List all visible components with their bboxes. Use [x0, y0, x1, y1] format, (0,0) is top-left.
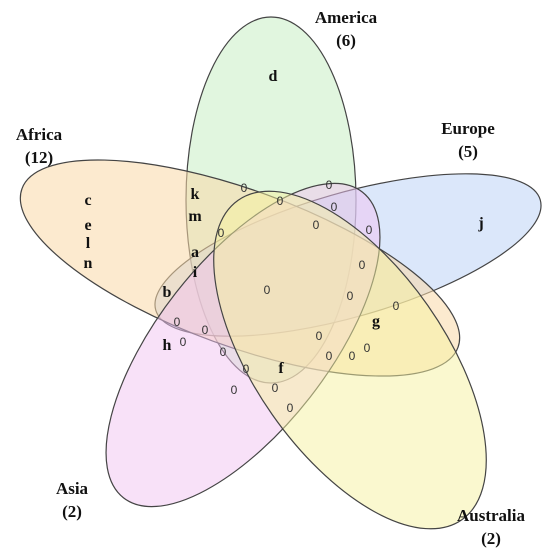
- region-count: 0: [366, 223, 373, 237]
- africa-label: Africa: [16, 125, 63, 144]
- region-count: 0: [272, 381, 279, 395]
- europe-label: Europe: [441, 119, 495, 138]
- region-count: 0: [180, 335, 187, 349]
- element-a: a: [191, 244, 199, 261]
- element-n: n: [84, 255, 93, 272]
- element-d: d: [269, 68, 278, 85]
- region-count: 0: [359, 258, 366, 272]
- element-j: j: [477, 215, 483, 232]
- region-count: 0: [264, 283, 271, 297]
- region-count: 0: [231, 383, 238, 397]
- element-b: b: [163, 284, 172, 301]
- region-count: 0: [364, 341, 371, 355]
- australia-label: Australia: [457, 506, 526, 525]
- region-count: 0: [326, 178, 333, 192]
- region-count: 0: [287, 401, 294, 415]
- region-count: 0: [316, 329, 323, 343]
- region-count: 0: [313, 218, 320, 232]
- africa-count: (12): [25, 148, 53, 167]
- asia-count: (2): [62, 502, 82, 521]
- region-count: 0: [349, 349, 356, 363]
- region-count: 0: [241, 181, 248, 195]
- region-count: 0: [220, 345, 227, 359]
- europe-count: (5): [458, 142, 478, 161]
- region-count: 0: [277, 194, 284, 208]
- region-count: 0: [326, 349, 333, 363]
- element-f: f: [278, 360, 284, 377]
- region-count: 0: [243, 362, 250, 376]
- element-i: i: [193, 264, 198, 281]
- america-count: (6): [336, 31, 356, 50]
- region-count: 0: [202, 323, 209, 337]
- element-e: e: [84, 217, 91, 234]
- element-c: c: [84, 192, 91, 209]
- asia-label: Asia: [56, 479, 89, 498]
- venn-ellipses: [19, 16, 542, 530]
- region-count: 0: [393, 299, 400, 313]
- element-h: h: [163, 337, 172, 354]
- america-label: America: [315, 8, 378, 27]
- element-l: l: [86, 235, 91, 252]
- australia-count: (2): [481, 529, 501, 548]
- element-m: m: [188, 208, 202, 225]
- region-count: 0: [331, 200, 338, 214]
- region-count: 0: [218, 226, 225, 240]
- region-count: 0: [347, 289, 354, 303]
- element-g: g: [372, 313, 380, 330]
- element-k: k: [191, 186, 200, 203]
- ellipse-australia: [213, 190, 487, 530]
- region-count: 0: [174, 315, 181, 329]
